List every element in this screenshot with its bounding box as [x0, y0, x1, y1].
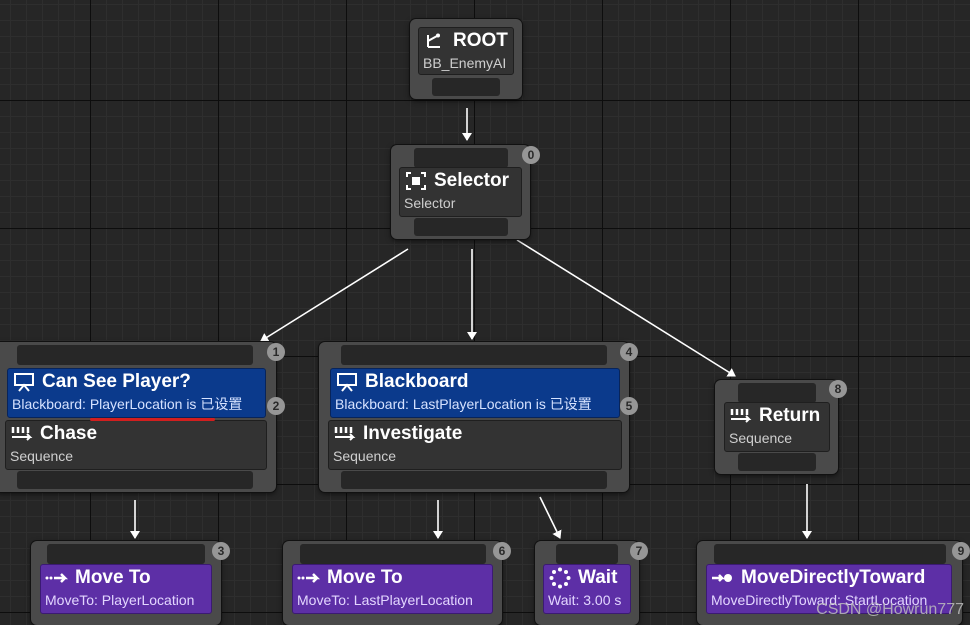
move-directly-card: MoveDirectlyToward MoveDirectlyToward: S…: [706, 564, 952, 614]
move-to-last-node[interactable]: Move To MoveTo: LastPlayerLocation: [283, 541, 502, 625]
move-to-player-input-pin[interactable]: [47, 544, 205, 564]
sequence-icon: [333, 424, 357, 444]
return-node[interactable]: Return Sequence: [715, 380, 838, 474]
root-subtitle: BB_EnemyAI: [423, 55, 507, 71]
can-see-player-decorator[interactable]: Can See Player? Blackboard: PlayerLocati…: [7, 368, 266, 418]
move-directly-index-badge: 9: [952, 542, 970, 560]
decorator-subtitle: Blackboard: PlayerLocation is 已设置: [12, 396, 243, 412]
wait-card: Wait Wait: 3.00 s: [543, 564, 631, 614]
move-to-player-card: Move To MoveTo: PlayerLocation: [40, 564, 212, 614]
wait-input-pin[interactable]: [556, 544, 618, 564]
blackboard-decorator-icon: [335, 372, 359, 392]
investigate-title: Investigate: [363, 423, 463, 444]
wait-subtitle: Wait: 3.00 s: [548, 592, 622, 608]
selector-subtitle: Selector: [404, 195, 456, 211]
blackboard-index-badge: 5: [620, 397, 638, 415]
investigate-subtitle: Sequence: [333, 448, 397, 464]
blackboard-decorator[interactable]: Blackboard Blackboard: LastPlayerLocatio…: [330, 368, 620, 418]
decorator-title: Blackboard: [365, 371, 469, 392]
root-node[interactable]: ROOT BB_EnemyAI: [410, 19, 522, 99]
investigate-node[interactable]: Blackboard Blackboard: LastPlayerLocatio…: [319, 342, 629, 492]
root-card: ROOT BB_EnemyAI: [418, 27, 514, 75]
chase-index-badge: 1: [267, 343, 285, 361]
watermark: CSDN @Howrun777: [816, 601, 964, 618]
tree-root-icon: [423, 31, 447, 51]
blackboard-decorator-icon: [12, 372, 36, 392]
investigate-input-pin[interactable]: [341, 345, 607, 365]
chase-subtitle: Sequence: [10, 448, 74, 464]
wire-investigate-wait: [539, 496, 562, 539]
sequence-icon: [10, 424, 34, 444]
move-to-arrow-icon: [45, 568, 69, 588]
move-to-last-title: Move To: [327, 567, 403, 588]
wait-node[interactable]: Wait Wait: 3.00 s: [535, 541, 639, 625]
annotation-underline: [90, 418, 215, 421]
selector-index-badge: 0: [522, 146, 540, 164]
move-directly-subtitle: MoveDirectlyToward: StartLocation: [711, 592, 928, 608]
chase-input-pin[interactable]: [17, 345, 253, 365]
decorator-title: Can See Player?: [42, 371, 191, 392]
selector-title: Selector: [434, 170, 509, 191]
can-see-player-index-badge: 2: [267, 397, 285, 415]
selector-icon: [404, 171, 428, 191]
selector-card: Selector Selector: [399, 167, 522, 217]
return-title: Return: [759, 405, 821, 426]
return-index-badge: 8: [829, 380, 847, 398]
wait-icon: [548, 567, 572, 589]
move-directly-node[interactable]: MoveDirectlyToward MoveDirectlyToward: S…: [697, 541, 962, 625]
root-output-pin[interactable]: [432, 78, 500, 96]
return-input-pin[interactable]: [737, 383, 816, 403]
return-card: Return Sequence: [724, 402, 830, 452]
move-directly-title: MoveDirectlyToward: [741, 567, 926, 588]
move-directly-icon: [711, 568, 735, 588]
move-to-player-title: Move To: [75, 567, 151, 588]
move-to-last-card: Move To MoveTo: LastPlayerLocation: [292, 564, 493, 614]
selector-input-pin[interactable]: [413, 148, 508, 168]
selector-node[interactable]: Selector Selector: [391, 145, 530, 239]
selector-output-pin[interactable]: [413, 218, 508, 236]
investigate-card: Investigate Sequence: [328, 420, 622, 470]
investigate-output-pin[interactable]: [341, 471, 607, 489]
move-to-last-subtitle: MoveTo: LastPlayerLocation: [297, 592, 473, 608]
return-output-pin[interactable]: [737, 453, 816, 471]
wire-selector-chase: [260, 248, 409, 342]
move-to-player-subtitle: MoveTo: PlayerLocation: [45, 592, 195, 608]
wait-index-badge: 7: [630, 542, 648, 560]
chase-node[interactable]: Can See Player? Blackboard: PlayerLocati…: [0, 342, 276, 492]
investigate-index-badge: 4: [620, 343, 638, 361]
move-to-last-input-pin[interactable]: [299, 544, 486, 564]
chase-title: Chase: [40, 423, 98, 444]
return-subtitle: Sequence: [729, 430, 793, 446]
sequence-icon: [729, 406, 753, 426]
move-to-arrow-icon: [297, 568, 321, 588]
move-to-player-node[interactable]: Move To MoveTo: PlayerLocation: [31, 541, 221, 625]
wait-title: Wait: [578, 567, 618, 588]
chase-output-pin[interactable]: [17, 471, 253, 489]
move-directly-input-pin[interactable]: [713, 544, 946, 564]
decorator-subtitle: Blackboard: LastPlayerLocation is 已设置: [335, 396, 592, 412]
chase-card: Chase Sequence: [5, 420, 267, 470]
move-to-player-index-badge: 3: [212, 542, 230, 560]
move-to-last-index-badge: 6: [493, 542, 511, 560]
root-title: ROOT: [453, 30, 508, 51]
